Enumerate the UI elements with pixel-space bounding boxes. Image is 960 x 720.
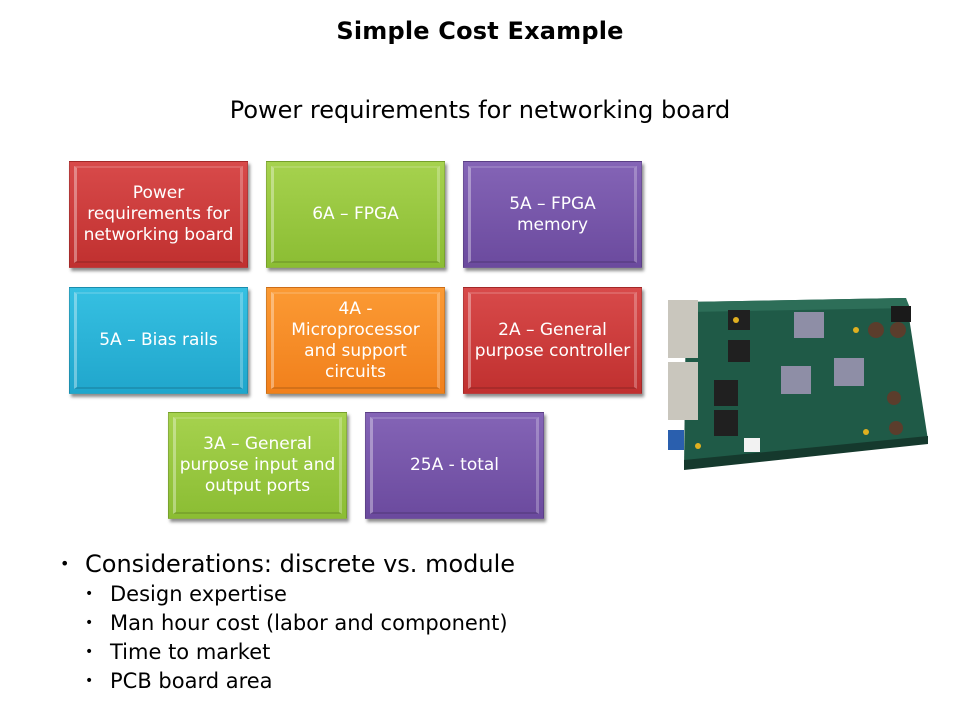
bullet-text: Considerations: discrete vs. module — [85, 550, 516, 578]
sub-bullet: • Design expertise — [85, 580, 515, 609]
power-box-header: Power requirements for networking board — [69, 161, 248, 268]
bullet-text: Man hour cost (labor and component) — [110, 611, 508, 635]
chip-icon — [714, 380, 738, 406]
box-label: 5A – Bias rails — [99, 330, 218, 350]
inductor-icon — [868, 322, 884, 338]
bullet-main: • Considerations: discrete vs. module — [60, 548, 515, 580]
bullet-icon: • — [60, 554, 70, 573]
slide-title: Simple Cost Example — [336, 17, 624, 45]
mount-hole-icon — [733, 317, 739, 323]
considerations-list: • Considerations: discrete vs. module • … — [60, 548, 515, 696]
power-box-bias-rails: 5A – Bias rails — [69, 287, 248, 394]
connector-icon — [668, 430, 684, 450]
ethernet-port-icon — [668, 362, 698, 420]
inductor-icon — [889, 421, 903, 435]
bullet-icon: • — [85, 615, 94, 631]
mount-hole-icon — [695, 443, 701, 449]
box-label: 2A – General purpose controller — [474, 319, 631, 361]
processor-icon — [794, 312, 824, 338]
sub-bullet: • Man hour cost (labor and component) — [85, 609, 515, 638]
pcb-top-edge — [686, 298, 910, 312]
sub-bullet: • PCB board area — [85, 667, 515, 696]
chip-icon — [728, 340, 750, 362]
box-label: 3A – General purpose input and output po… — [179, 434, 336, 496]
chip-icon — [714, 410, 738, 436]
bullet-text: PCB board area — [110, 669, 273, 693]
pcb-bottom-edge — [684, 436, 928, 470]
processor-icon — [834, 358, 864, 386]
box-label: 6A – FPGA — [312, 204, 399, 224]
slide-subtitle: Power requirements for networking board — [229, 96, 731, 124]
inductor-icon — [890, 322, 906, 338]
label-sticker-icon — [744, 438, 760, 452]
power-box-fpga-memory: 5A – FPGA memory — [463, 161, 642, 268]
networking-board-photo — [668, 298, 928, 470]
ethernet-port-icon — [668, 300, 698, 358]
box-label: 5A – FPGA memory — [509, 193, 596, 235]
power-box-fpga: 6A – FPGA — [266, 161, 445, 268]
bullet-text: Design expertise — [110, 582, 287, 606]
power-jack-icon — [891, 306, 911, 322]
power-box-microprocessor: 4A - Microprocessor and support circuits — [266, 287, 445, 394]
processor-icon — [781, 366, 811, 394]
inductor-icon — [887, 391, 901, 405]
power-box-total: 25A - total — [365, 412, 544, 519]
bullet-text: Time to market — [110, 640, 271, 664]
sub-bullet: • Time to market — [85, 638, 515, 667]
power-box-controller: 2A – General purpose controller — [463, 287, 642, 394]
power-box-io-ports: 3A – General purpose input and output po… — [168, 412, 347, 519]
bullet-icon: • — [85, 586, 94, 602]
bullet-icon: • — [85, 644, 94, 660]
box-label: 4A - Microprocessor and support circuits — [291, 298, 420, 382]
mount-hole-icon — [863, 429, 869, 435]
mount-hole-icon — [853, 327, 859, 333]
box-label: 25A - total — [409, 455, 500, 475]
bullet-icon: • — [85, 673, 94, 689]
box-label: Power requirements for networking board — [83, 183, 234, 245]
